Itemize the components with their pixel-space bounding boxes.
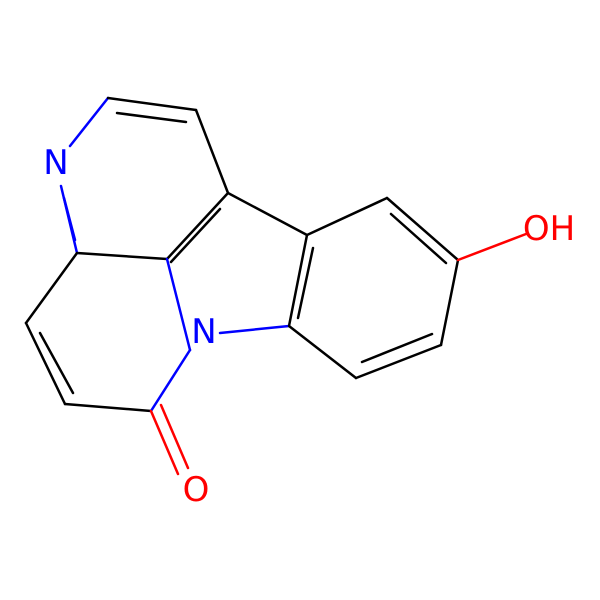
bond-c4-c11: [226, 191, 309, 237]
bond-c4-c5: [165, 191, 230, 261]
bond-c4-c5-inner: [169, 207, 222, 264]
bond-n1-c2: [68, 96, 110, 148]
bond-c11-c13: [305, 196, 389, 237]
atom-label-n-indole: N: [191, 312, 216, 352]
bond-c14-o-hydroxyl: [456, 232, 528, 262]
bond-c6-c7: [24, 251, 79, 325]
bond-c2-c3-inner: [115, 111, 188, 124]
bond-c11-c12-inner: [296, 246, 315, 320]
bond-c12-n10: [218, 324, 291, 335]
bond-n10-c5: [165, 257, 192, 352]
bond-c9-o-carbonyl-double: [159, 403, 190, 470]
bond-c7-c8: [24, 321, 67, 406]
bond-c9-o-carbonyl: [149, 409, 180, 476]
atom-label-o-carbonyl: O: [183, 470, 210, 510]
bond-c14-c15: [439, 258, 460, 347]
bond-c15-c16-inner: [360, 332, 434, 364]
bond-c15-c16: [354, 343, 443, 380]
bond-c16-c12: [287, 324, 358, 380]
bond-c7-c8-inner: [38, 331, 75, 395]
bond-c6-n1-inner: [62, 196, 77, 242]
bond-c9-n10: [149, 348, 192, 413]
atom-label-n-pyridine: N: [43, 143, 68, 183]
bond-c3-c4: [194, 108, 230, 195]
bonds: [24, 96, 528, 476]
bond-c8-c9: [63, 402, 153, 413]
atom-labels: N N O OH: [43, 143, 575, 510]
atom-label-o-hydroxyl: OH: [523, 209, 575, 249]
bond-c5-c6: [75, 251, 169, 261]
bond-c13-c14-inner: [389, 212, 448, 265]
bond-c13-c14: [385, 196, 460, 262]
bond-c11-c12: [287, 233, 309, 328]
bond-c2-c3: [106, 96, 198, 112]
